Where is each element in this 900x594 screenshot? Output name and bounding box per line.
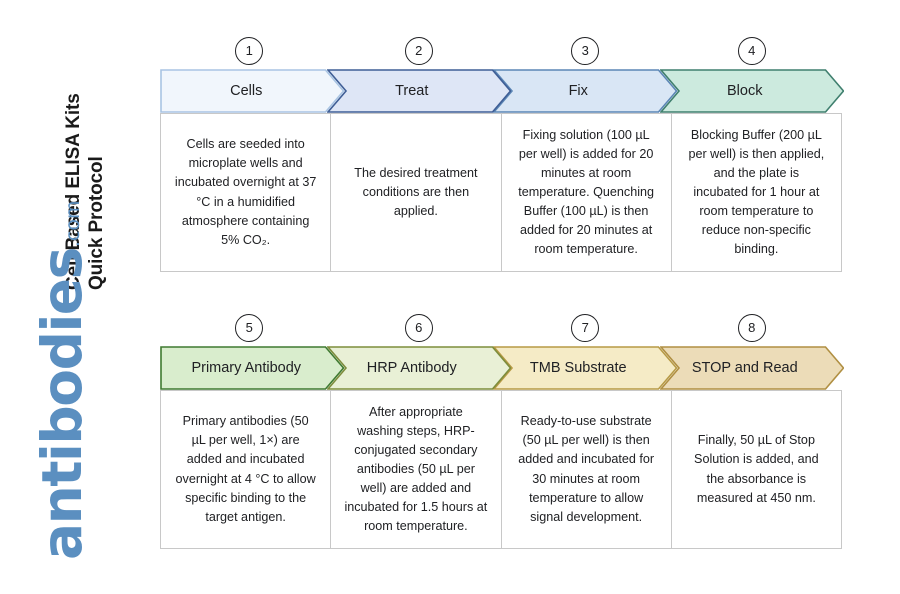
- step-description-panel-1: Cells are seeded into microplate wells a…: [160, 113, 332, 272]
- step-number-6: 6: [404, 314, 433, 342]
- step-chevron-2[interactable]: Treat: [326, 69, 511, 113]
- step-description-panel-8: Finally, 50 µL of Stop Solution is added…: [670, 390, 842, 549]
- step-numbers-row-1: 1 2 3 4: [160, 35, 840, 69]
- step-numbers-row-2: 5 6 7 8: [160, 312, 840, 346]
- step-label-8: STOP and Read: [691, 360, 798, 376]
- step-description-text-5: Primary antibodies (50 µL per well, 1×) …: [175, 414, 316, 524]
- step-chevron-6[interactable]: HRP Antibody: [326, 346, 511, 390]
- step-description-text-8: Finally, 50 µL of Stop Solution is added…: [694, 433, 819, 505]
- step-label-4: Block: [727, 83, 763, 99]
- step-number-4: 4: [737, 37, 766, 65]
- step-chevron-3[interactable]: Fix: [493, 69, 678, 113]
- step-chevron-5[interactable]: Primary Antibody: [160, 346, 345, 390]
- step-description-text-7: Ready-to-use substrate (50 µL per well) …: [518, 414, 655, 524]
- brand-tld: .com: [62, 200, 84, 248]
- step-description-panel-7: Ready-to-use substrate (50 µL per well) …: [500, 390, 672, 549]
- protocol-row-1: 1 2 3 4 Cells Treat Fix Block Cells are see…: [160, 35, 844, 272]
- step-description-panel-2: The desired treatment conditions are the…: [330, 113, 502, 272]
- step-chevron-7[interactable]: TMB Substrate: [493, 346, 678, 390]
- protocol-row-2: 5 6 7 8 Primary Antibody HRP Antibody TMB S…: [160, 312, 844, 549]
- step-description-panel-3: Fixing solution (100 µL per well) is add…: [500, 113, 672, 272]
- step-description-panel-6: After appropriate washing steps, HRP-con…: [330, 390, 502, 549]
- step-number-5: 5: [235, 314, 264, 342]
- chevron-band-row-1: Cells Treat Fix Block: [160, 69, 844, 113]
- step-chevron-8[interactable]: STOP and Read: [659, 346, 844, 390]
- step-description-panel-5: Primary antibodies (50 µL per well, 1×) …: [160, 390, 332, 549]
- step-description-text-4: Blocking Buffer (200 µL per well) is the…: [688, 127, 825, 257]
- step-label-1: Cells: [230, 83, 263, 99]
- step-description-text-2: The desired treatment conditions are the…: [354, 165, 478, 219]
- step-description-text-3: Fixing solution (100 µL per well) is add…: [518, 127, 655, 257]
- step-label-3: Fix: [568, 83, 588, 99]
- step-label-7: TMB Substrate: [529, 360, 627, 376]
- step-chevron-1[interactable]: Cells: [160, 69, 345, 113]
- step-description-panel-4: Blocking Buffer (200 µL per well) is the…: [670, 113, 842, 272]
- step-chevron-4[interactable]: Block: [659, 69, 844, 113]
- step-number-1: 1: [235, 37, 264, 65]
- step-description-text-1: Cells are seeded into microplate wells a…: [174, 137, 317, 247]
- step-number-3: 3: [571, 37, 600, 65]
- brand-name: antibodies: [30, 248, 94, 560]
- step-label-5: Primary Antibody: [191, 360, 302, 376]
- description-panels-row-2: Primary antibodies (50 µL per well, 1×) …: [160, 390, 842, 549]
- step-label-6: HRP Antibody: [366, 360, 457, 376]
- step-number-8: 8: [737, 314, 766, 342]
- brand-logo: antibodies.com: [0, 201, 160, 585]
- step-label-2: Treat: [395, 83, 429, 99]
- description-panels-row-1: Cells are seeded into microplate wells a…: [160, 113, 842, 272]
- step-number-2: 2: [404, 37, 433, 65]
- step-number-7: 7: [571, 314, 600, 342]
- chevron-band-row-2: Primary Antibody HRP Antibody TMB Substr…: [160, 346, 844, 390]
- brand-logo-inner: antibodies.com: [30, 201, 100, 560]
- step-description-text-6: After appropriate washing steps, HRP-con…: [344, 404, 488, 534]
